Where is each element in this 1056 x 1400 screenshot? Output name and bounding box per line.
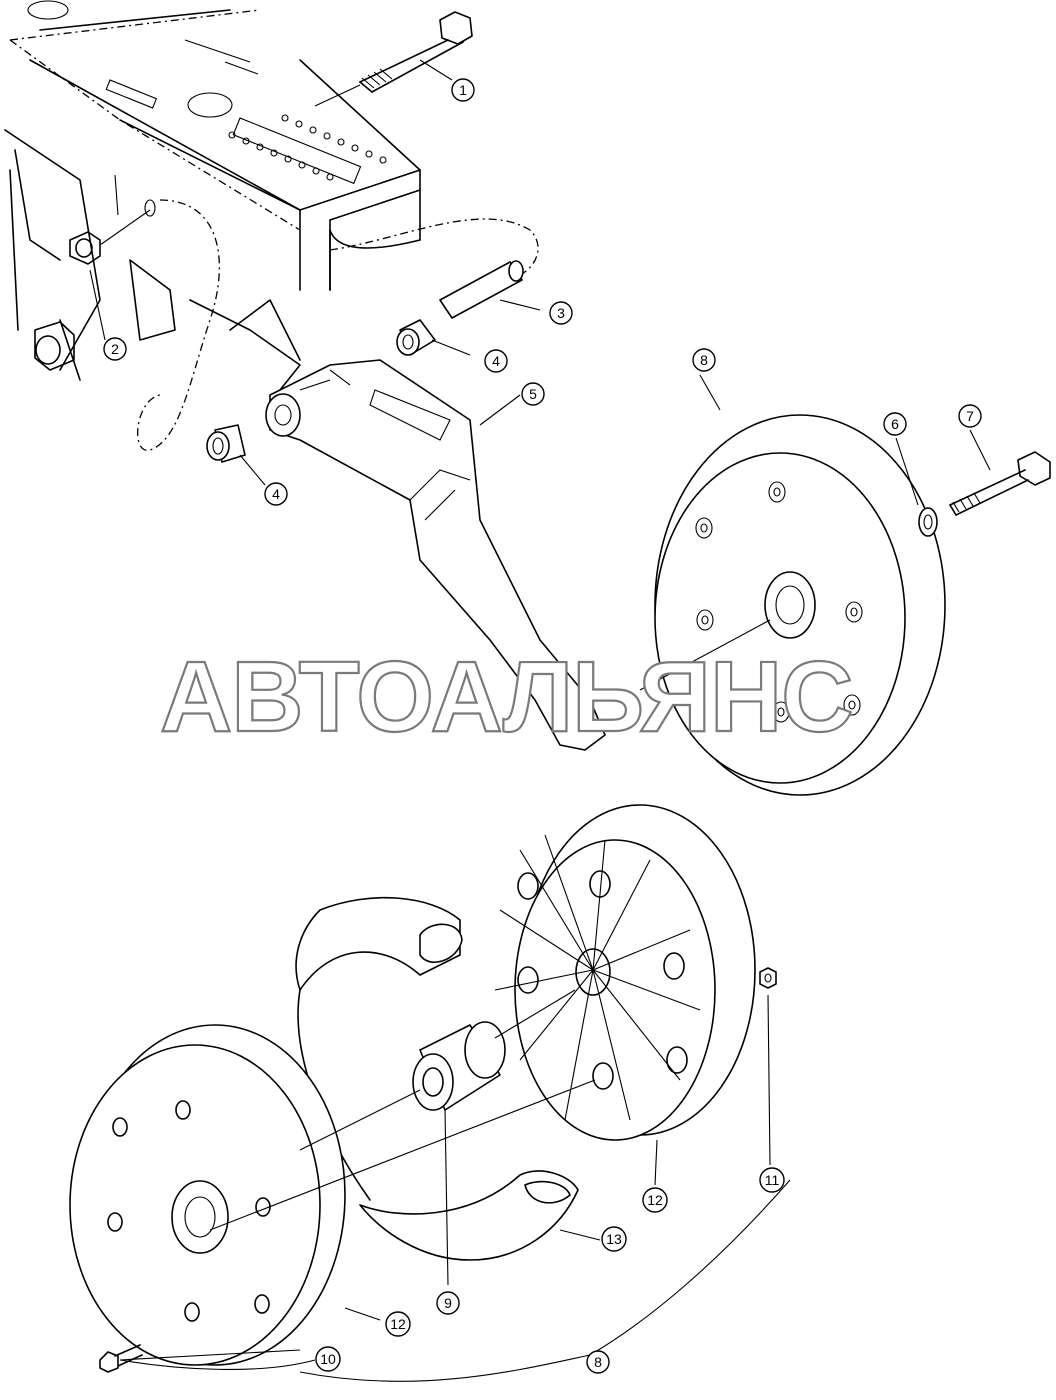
callout-7: 7 xyxy=(958,404,982,428)
callout-label: 3 xyxy=(557,305,565,321)
callout-label: 2 xyxy=(111,341,119,357)
callout-8-bottom: 8 xyxy=(586,1350,610,1374)
part-12-wheel-half-right xyxy=(494,804,756,1141)
callout-12-left: 12 xyxy=(385,1311,411,1337)
callout-label: 5 xyxy=(529,386,537,402)
callout-label: 12 xyxy=(647,1192,663,1208)
part-4-bushing-upper xyxy=(396,319,436,356)
callout-label: 10 xyxy=(320,1351,336,1367)
callout-10: 10 xyxy=(315,1346,341,1372)
part-6-washer xyxy=(918,507,938,537)
callout-4-lower: 4 xyxy=(264,482,288,506)
callout-6: 6 xyxy=(883,412,907,436)
part-8-gauge-wheel-assembled xyxy=(639,414,946,796)
callout-8-top: 8 xyxy=(692,348,716,372)
part-11-nut xyxy=(759,967,777,989)
callout-3: 3 xyxy=(549,301,573,325)
part-10-bolt xyxy=(99,1344,143,1373)
part-9-bearing xyxy=(412,1021,506,1111)
callout-label: 6 xyxy=(891,416,899,432)
callout-1: 1 xyxy=(451,78,475,102)
callout-label: 1 xyxy=(459,82,467,98)
callout-label: 13 xyxy=(606,1231,622,1247)
callout-4-upper: 4 xyxy=(484,349,508,373)
part-13-tire-lower xyxy=(359,1170,579,1261)
part-2-lock-nut xyxy=(34,209,151,371)
part-5-gauge-wheel-arm xyxy=(265,359,606,751)
callout-11: 11 xyxy=(759,1167,785,1193)
callout-9: 9 xyxy=(436,1291,460,1315)
part-1-bolt xyxy=(314,11,473,107)
callout-label: 4 xyxy=(272,486,280,502)
callout-5: 5 xyxy=(521,382,545,406)
callout-2: 2 xyxy=(103,337,127,361)
callout-12-right: 12 xyxy=(642,1187,668,1213)
watermark-text: АВТОАЛЬЯНС xyxy=(160,641,853,753)
callout-label: 7 xyxy=(966,408,974,424)
mount-bracket xyxy=(4,129,301,391)
callout-label: 12 xyxy=(390,1316,406,1332)
part-13-tire-upper xyxy=(295,896,463,1201)
frame-bar xyxy=(9,0,421,291)
part-3-pin xyxy=(439,260,524,319)
callout-label: 8 xyxy=(700,352,708,368)
part-12-wheel-half-left xyxy=(69,1024,346,1366)
callout-label: 11 xyxy=(765,1172,780,1188)
hose-path xyxy=(137,199,539,451)
part-7-bolt xyxy=(949,451,1051,516)
callout-label: 8 xyxy=(594,1354,602,1370)
callout-13: 13 xyxy=(601,1226,627,1252)
part-4-bushing-lower xyxy=(206,424,246,463)
callout-label: 9 xyxy=(444,1295,452,1311)
callout-label: 4 xyxy=(492,353,500,369)
assembly-lines xyxy=(119,989,596,1361)
